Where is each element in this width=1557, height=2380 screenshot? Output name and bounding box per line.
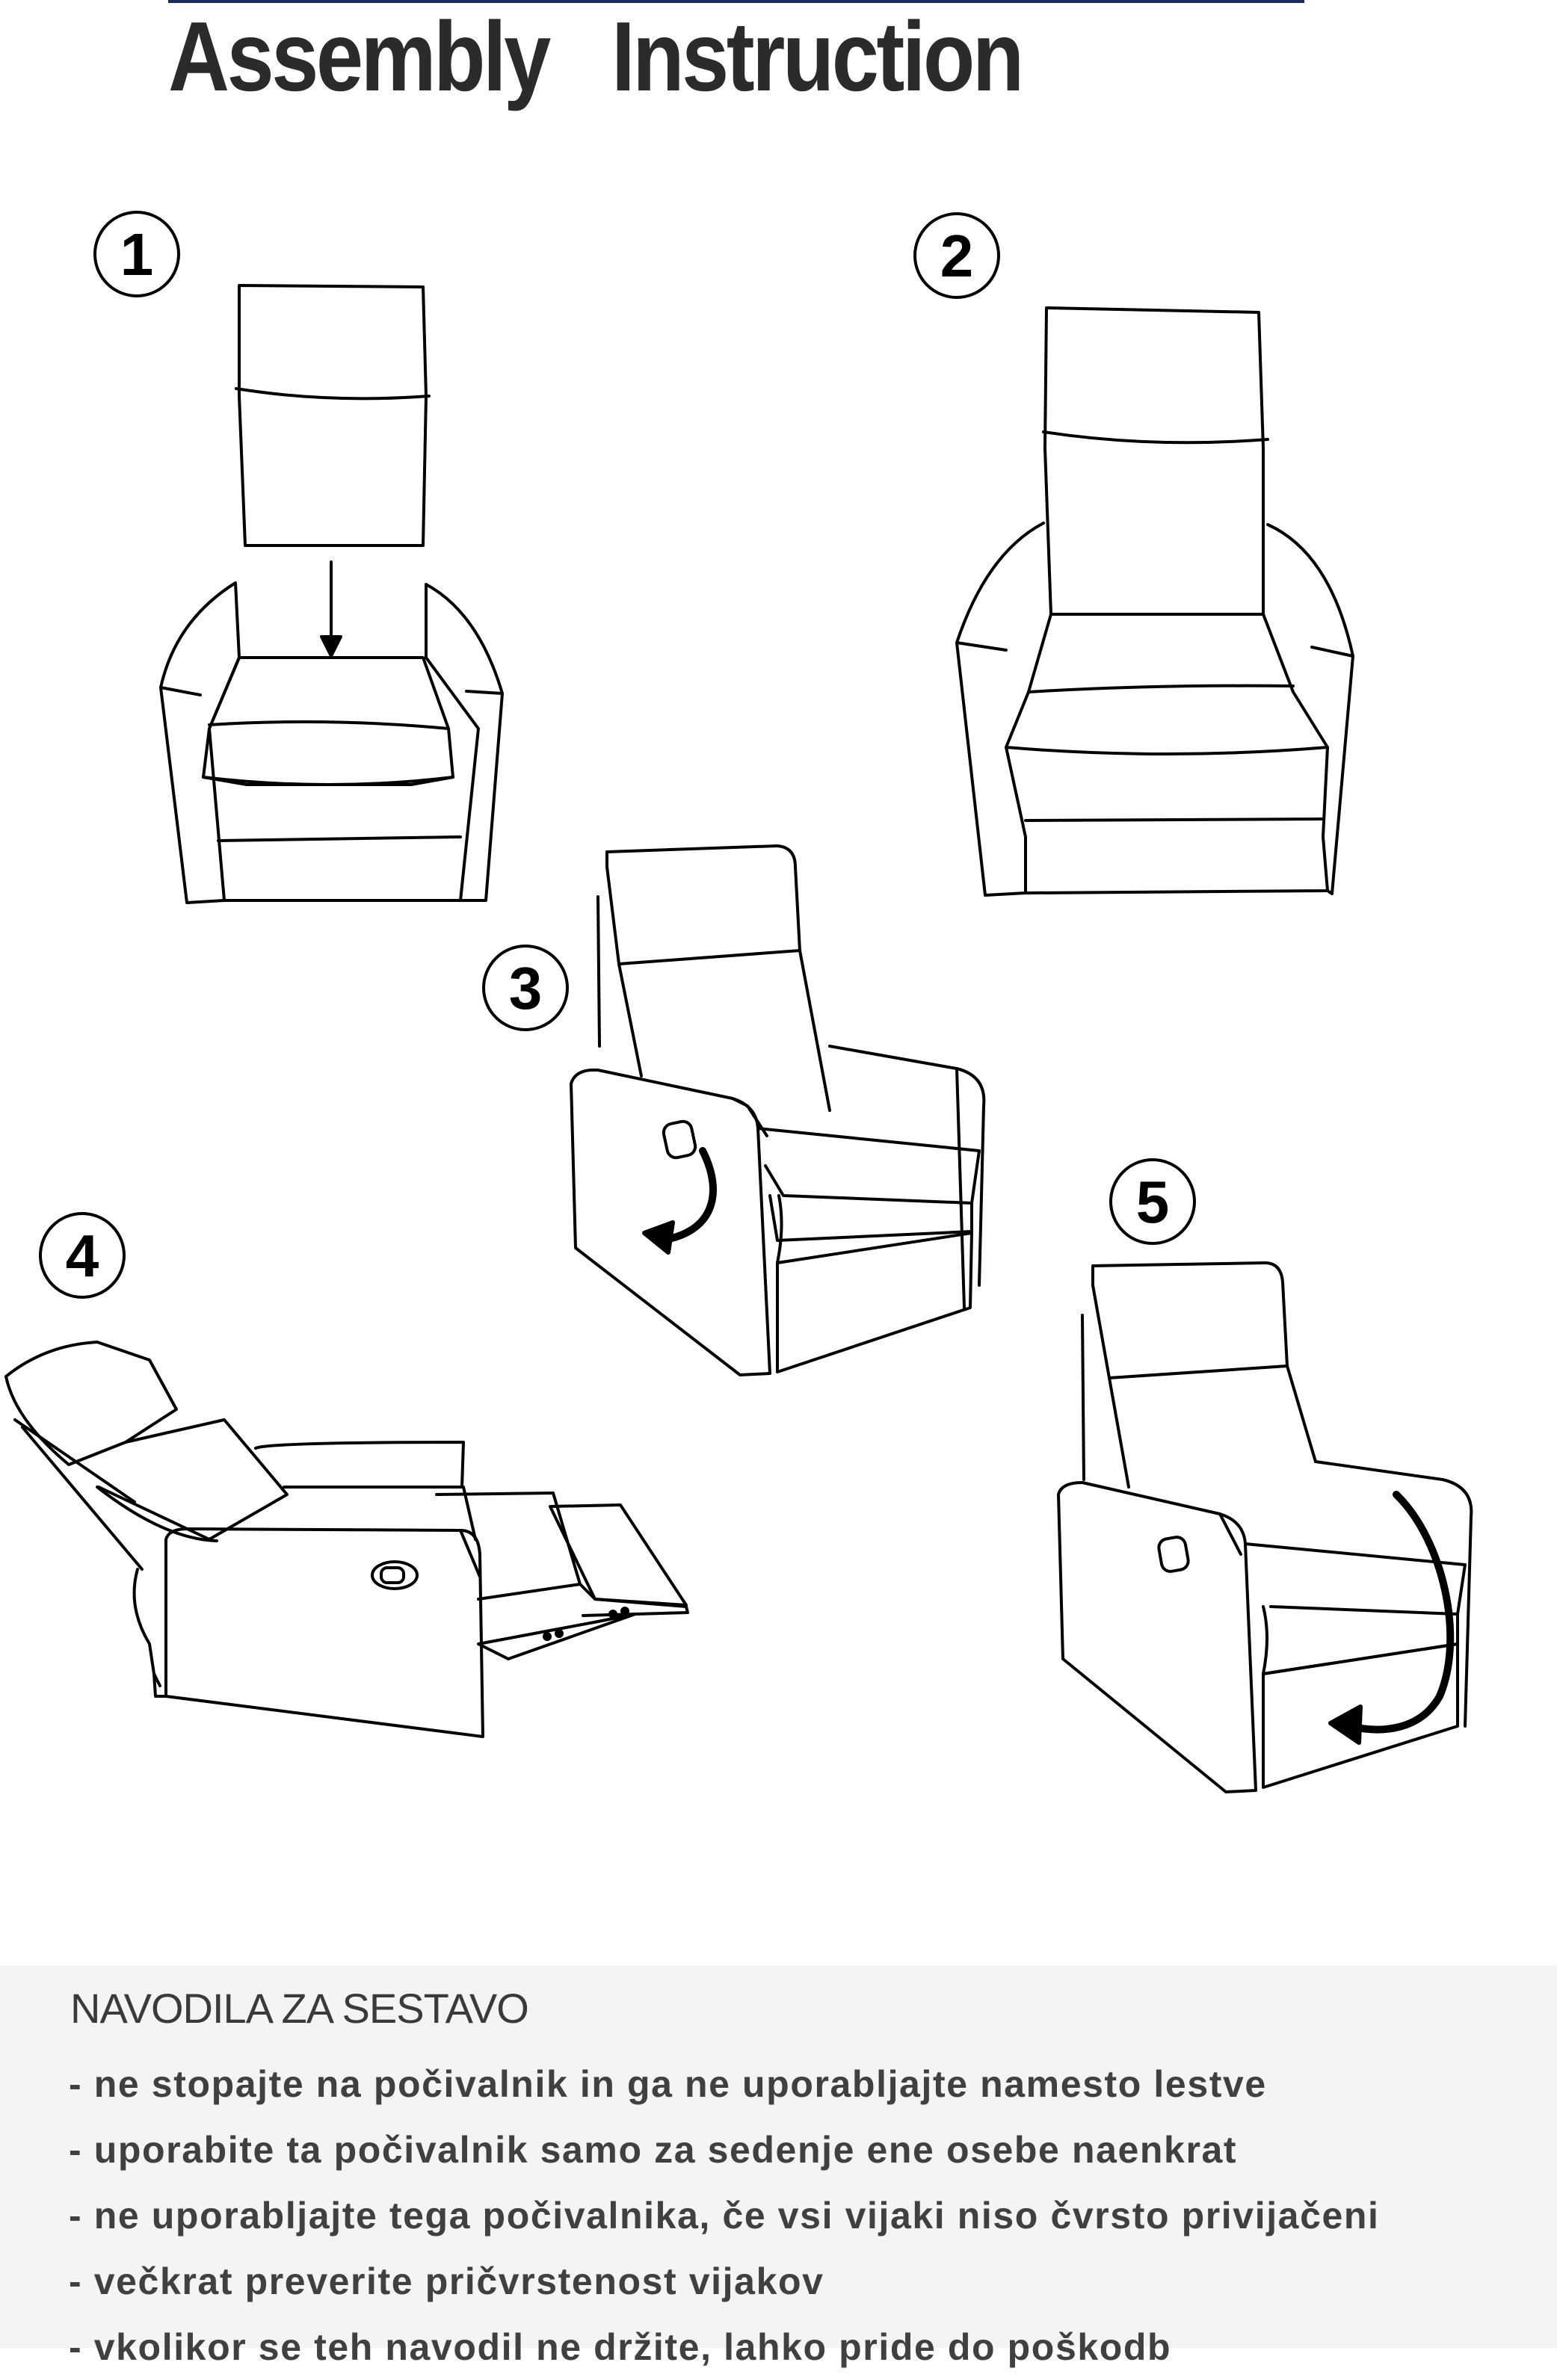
step-4: 4 xyxy=(4,1212,689,1738)
step-2: 2 xyxy=(913,212,1354,897)
assembled-chair-icon xyxy=(955,306,1354,897)
step-4-badge xyxy=(39,1212,126,1299)
step-4-number: 4 xyxy=(66,1223,99,1289)
step-3: 3 xyxy=(482,844,986,1376)
step-5: 5 xyxy=(1057,1158,1473,1793)
list-item: - ne uporabljajte tega počivalnika, če v… xyxy=(69,2195,1380,2237)
title-rule xyxy=(168,0,1304,3)
page-title: Assembly Instruction xyxy=(168,1,1024,111)
step-2-number: 2 xyxy=(940,223,974,289)
step-1-number: 1 xyxy=(120,221,154,288)
footrest-push-back-icon xyxy=(1057,1261,1473,1793)
step-3-badge xyxy=(482,945,569,1031)
step-5-number: 5 xyxy=(1136,1169,1170,1235)
step-2-badge xyxy=(913,212,1000,299)
list-item: - vkolikor se teh navodil ne držite, lah… xyxy=(69,2326,1172,2368)
step-1-badge xyxy=(93,211,180,297)
assembly-notes: NAVODILA ZA SESTAVO - ne stopajte na poč… xyxy=(0,1965,1557,2368)
notes-list: - ne stopajte na počivalnik in ga ne upo… xyxy=(69,2051,1380,2380)
step-5-badge xyxy=(1109,1158,1196,1245)
step-3-number: 3 xyxy=(509,955,543,1021)
step-1: 1 xyxy=(93,211,504,904)
list-item: - ne stopajte na počivalnik in ga ne upo… xyxy=(69,2063,1267,2105)
list-item: - večkrat preverite pričvrstenost vijako… xyxy=(69,2260,824,2302)
backrest-insert-icon xyxy=(159,284,504,904)
notes-heading: NAVODILA ZA SESTAVO xyxy=(70,1985,529,2032)
reclined-chair-icon xyxy=(4,1341,689,1738)
list-item: - uporabite ta počivalnik samo za sedenj… xyxy=(69,2129,1238,2171)
assembly-diagram: 1 2 xyxy=(4,211,1473,1793)
recline-lever-pull-icon xyxy=(570,844,986,1376)
